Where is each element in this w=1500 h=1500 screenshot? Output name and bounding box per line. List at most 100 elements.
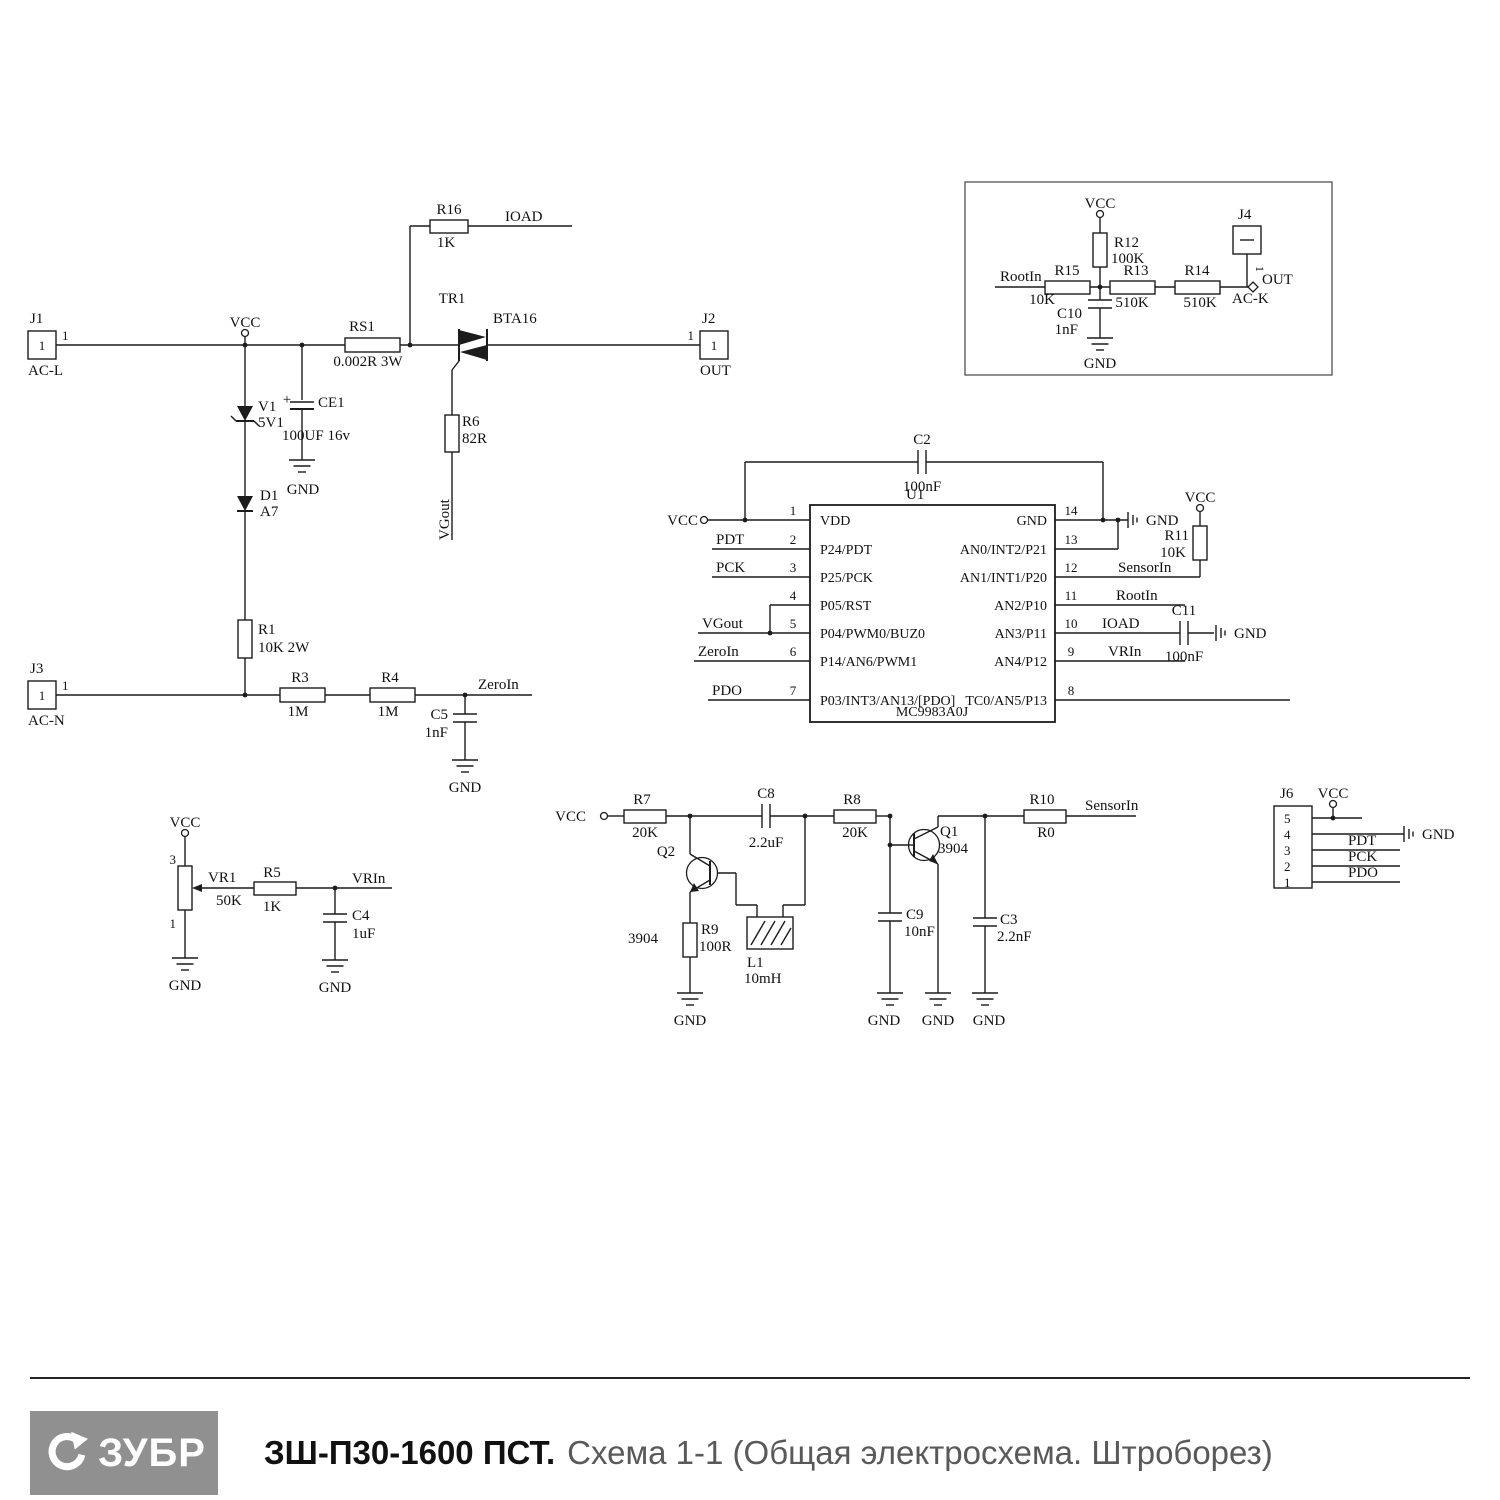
l1-value: 10mH: [744, 971, 782, 987]
r8-ref: R8: [843, 792, 861, 808]
pck-net-label: PCK: [1348, 849, 1377, 865]
vcc-symbol: [1095, 209, 1105, 219]
r8-value: 20K: [842, 825, 868, 841]
divider-section: VCC R12 100K RootIn R15 10K R13 510K R14…: [964, 181, 1333, 376]
j1-box-pin: 1: [39, 338, 46, 353]
vcc-symbol: [599, 811, 609, 821]
potentiometer-vr1: 3 VR1 50K 1 GND: [169, 852, 242, 994]
emitter-arrow: [929, 854, 938, 864]
pin-name: P03/INT3/AN13/[PDO]: [820, 694, 955, 709]
resistor-r16: R16 1K IOAD: [429, 202, 543, 251]
pin-number: 14: [1065, 503, 1079, 518]
vcc-symbol: [699, 515, 709, 525]
vrin-net-label: VRIn: [1108, 644, 1142, 660]
pdo-net-label: PDO: [712, 683, 742, 699]
j4-ref: J4: [1238, 207, 1252, 223]
gnd-label: GND: [1146, 513, 1179, 529]
pin-name: AN3/P11: [995, 627, 1047, 642]
mcu-gnd: GND: [1127, 511, 1179, 529]
vcc-symbol: [1195, 503, 1205, 513]
r5-ref: R5: [263, 865, 281, 881]
vr1-ref: VR1: [208, 870, 236, 886]
pin-number: 9: [1068, 644, 1075, 659]
zero-cross-chain: R3 1M R4 1M ZeroIn C5 1nF GND: [279, 670, 519, 796]
speed-pot-section: VCC 3 VR1 50K 1 GND R5 1K VRIn C4 1uF GN…: [169, 815, 392, 996]
vcc-node-j6: VCC: [1318, 786, 1349, 809]
j6-pin-numbers: 5 4 3 2 1: [1284, 811, 1291, 890]
r14-value: 510K: [1183, 295, 1217, 311]
r13-value: 510K: [1115, 295, 1149, 311]
j6-body: [1273, 805, 1313, 889]
capacitor-c10: C10 1nF GND: [1055, 299, 1116, 372]
resistor-r15: R15 10K: [1029, 263, 1091, 308]
pin-number: 5: [790, 616, 797, 631]
r10-ref: R10: [1029, 792, 1054, 808]
pin-name: AN2/P10: [994, 599, 1047, 614]
c10-value: 1nF: [1055, 322, 1078, 338]
pck-net-label: PCK: [716, 560, 745, 576]
pin-number: 13: [1065, 532, 1078, 547]
connector-j4: J4 1 OUT AC-K: [1232, 207, 1293, 307]
r15-value: 10K: [1029, 292, 1055, 308]
header-j6-section: J6 5 4 3 2 1 VCC GND PDT PCK PDO: [1273, 786, 1455, 890]
title-description: Схема 1-1 (Общая электросхема. Штроборез…: [567, 1434, 1273, 1471]
sensor-wires: [608, 815, 1136, 985]
mcu-junctions: [742, 517, 1121, 636]
pin-number: 11: [1065, 588, 1078, 603]
v1-ref: V1: [258, 399, 276, 415]
r16-value: 1K: [437, 235, 456, 251]
r11-ref: R11: [1165, 528, 1189, 544]
r13-ref: R13: [1123, 263, 1148, 279]
r10-value: R0: [1037, 825, 1055, 841]
c10-ref: C10: [1057, 306, 1082, 322]
mcu-right-nets: SensorIn RootIn IOAD VRIn: [1102, 560, 1172, 660]
pin-name: P14/AN6/PWM1: [820, 655, 917, 670]
gnd-label: GND: [449, 780, 482, 796]
gnd-label: GND: [169, 978, 202, 994]
u1-ref: U1: [906, 487, 924, 503]
vr1-pin1: 1: [170, 916, 177, 931]
zubr-logo-text: ЗУБР: [98, 1430, 206, 1475]
tr1-value: BTA16: [493, 311, 537, 327]
vcc-label: VCC: [1318, 786, 1349, 802]
gnd-symbol: [1127, 511, 1138, 529]
j2-pin-number: 1: [688, 328, 695, 343]
c3-value: 2.2nF: [997, 929, 1032, 945]
pin-number: 6: [790, 644, 797, 659]
d1-value: A7: [260, 504, 279, 520]
r15-ref: R15: [1054, 263, 1079, 279]
pin-name: P05/RST: [820, 599, 872, 614]
zubr-logo-emblem: [48, 1431, 89, 1471]
gnd-symbol: [924, 984, 952, 1006]
schematic-title: ЗШ-П30-1600 ПСТ.Схема 1-1 (Общая электро…: [264, 1434, 1273, 1472]
capacitor-c8: C8 2.2uF: [749, 786, 784, 851]
j1-ref: J1: [30, 311, 43, 327]
j2-net-label: OUT: [700, 363, 731, 379]
mcu-left-pins: 1 2 3 4 5 6 7 VDD P24/PDT P25/PCK P05/RS…: [790, 503, 956, 709]
sensorin-net-label: SensorIn: [1118, 560, 1172, 576]
resistor-r14: R14 510K: [1174, 263, 1221, 311]
mcu-right-pins: 14 13 12 11 10 9 8 GND AN0/INT2/P21 AN1/…: [960, 503, 1078, 709]
pin-name: AN0/INT2/P21: [960, 543, 1047, 558]
c9-value: 10nF: [904, 924, 935, 940]
emitter-arrow: [690, 883, 699, 892]
pin-number: 2: [790, 532, 797, 547]
pdt-net-label: PDT: [716, 532, 744, 548]
j4-pin-number: 1: [1253, 266, 1267, 272]
j3-pin-number: 1: [62, 678, 69, 693]
footer: ЗУБР ЗШ-П30-1600 ПСТ.Схема 1-1 (Общая эл…: [30, 1377, 1470, 1495]
gnd-symbol: [288, 451, 316, 473]
vr1-value: 50K: [216, 893, 242, 909]
resistor-r10: R10 R0: [1023, 792, 1067, 841]
vcc-symbol: [240, 328, 250, 338]
r7-ref: R7: [633, 792, 651, 808]
connector-j2: J2 1 1 OUT: [688, 311, 731, 379]
gnd-symbol: [971, 984, 999, 1006]
vcc-label: VCC: [1185, 490, 1216, 506]
pin-name: AN4/P12: [994, 655, 1047, 670]
gnd-symbol: [1086, 329, 1114, 351]
vcc-label: VCC: [170, 815, 201, 831]
j3-ref: J3: [30, 661, 43, 677]
pin-number: 7: [790, 683, 797, 698]
